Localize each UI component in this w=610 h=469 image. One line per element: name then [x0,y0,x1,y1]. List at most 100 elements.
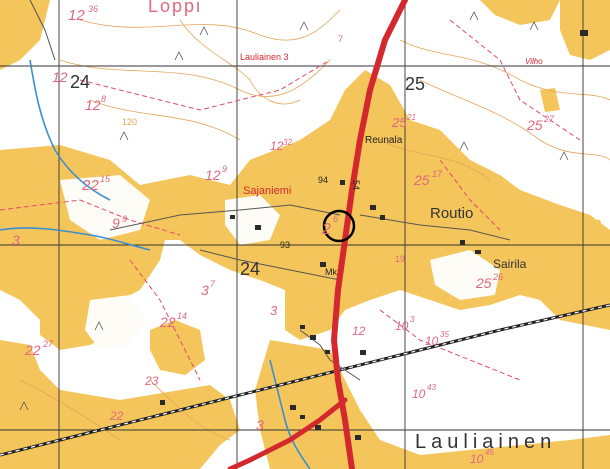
small-label-19: 19 [395,254,405,264]
boundary-line [0,199,181,236]
boundary-layer [0,19,581,381]
contour-line [399,39,610,101]
elevation-label: 10 [470,452,484,466]
elevation-superscript: 45 [485,448,494,457]
small-label-mk: Mk [325,267,337,277]
elevation-superscript: 14 [177,311,187,321]
minor-road [29,0,56,61]
tree-symbol [199,26,209,36]
building [315,425,321,430]
boundary-line [449,19,581,141]
elevation-label: 22 [159,314,176,330]
field-area [150,320,205,375]
small-label-7: 7 [338,34,343,44]
elevation-superscript: 9 [122,214,127,224]
elevation-label: 25 [413,172,430,188]
elevation-label: 10 [425,334,439,348]
field-area [0,0,50,70]
minor-road [109,204,341,231]
place-label-sajaniemi: Sajaniemi [243,185,291,197]
boundary-line [439,159,501,231]
contour-line [79,9,341,41]
grid-number-25-top: 25 [405,74,425,94]
elevation-label: 12 [352,324,366,338]
small-label-54: 54 [351,180,361,190]
elevation-superscript: 17 [432,169,443,179]
stream [269,359,311,469]
elevation-label: 12 [270,139,284,153]
building [300,325,305,329]
elevation-label: 9 [112,215,120,231]
elevation-label: 3 [270,303,278,318]
elevation-superscript: 8 [101,94,106,104]
place-label-sairila: Sairila [493,257,527,271]
small-labels: Mk 93 94 54 19 120 7 Vilho [122,34,543,277]
elevation-label: 2 [321,221,331,238]
tree-symbol [469,11,479,21]
elevation-superscripts: 36 8 9 32 15 9 21 27 17 26 7 14 27 3 35 … [42,4,555,457]
contour-line [89,99,241,141]
elevation-label: 23 [144,374,159,388]
water-layer [0,59,311,469]
elevation-label: 22 [24,342,41,358]
contour-line [19,379,121,441]
boundary-line [79,59,331,111]
tree-symbol [529,21,539,31]
elevation-labels: 12 12 12 12 12 22 9 25 25 25 25 3 3 22 2… [12,7,543,466]
elevation-superscript: 27 [543,114,555,124]
grid-number-labels: 24 25 24 [70,72,425,279]
field-area [520,215,610,310]
stream [29,59,111,201]
elevation-label: 10 [395,319,409,333]
elevation-superscript: 26 [492,272,503,282]
elevation-superscript: 43 [427,383,436,392]
forest-area [60,175,150,240]
forest-area [85,295,145,350]
field-area [480,0,560,25]
stream [0,227,151,251]
building [340,180,345,185]
elevation-label: 10 [412,387,426,401]
field-area [255,340,610,469]
elevation-label: 3 [12,232,20,248]
place-labels: Loppi Lauliainen 3 Reunala Sajaniemi Rou… [148,0,556,453]
elevation-superscript: 21 [406,113,416,122]
minor-road [199,249,341,281]
buildings-layer [160,30,588,440]
tree-symbol [299,21,309,31]
tree-symbol [119,131,129,141]
boundary-line [379,309,521,381]
place-label-loppi: Loppi [148,0,202,16]
elevation-superscript: 7 [210,279,216,289]
elevation-superscript: 36 [88,4,98,14]
building [580,30,588,36]
small-label-vilho: Vilho [525,57,543,66]
forest-layer [60,175,500,350]
elevation-superscript: 15 [100,174,111,184]
minor-road [359,214,511,241]
elevation-superscript: 35 [440,330,449,339]
small-label-120: 120 [122,117,137,127]
contour-line [59,59,331,97]
elevation-superscript: 6 [333,214,338,224]
contour-layer [19,9,610,441]
building [230,215,235,219]
elevation-label: 25 [475,275,492,291]
building [160,400,165,405]
tree-symbol [174,51,184,61]
place-label-routio: Routio [430,205,473,222]
elevation-label: 12 [68,7,85,24]
contour-line [149,379,231,441]
building [310,335,316,340]
elevation-label: 22 [81,177,99,194]
place-label-laulianen-town: Lauliainen [415,431,556,453]
building [360,350,366,355]
tree-symbol [94,321,104,331]
elevation-label: 12 [85,97,101,113]
railway-ties [0,304,610,456]
field-area [540,88,560,112]
elevation-label: 12 [52,69,68,85]
building [355,435,361,440]
